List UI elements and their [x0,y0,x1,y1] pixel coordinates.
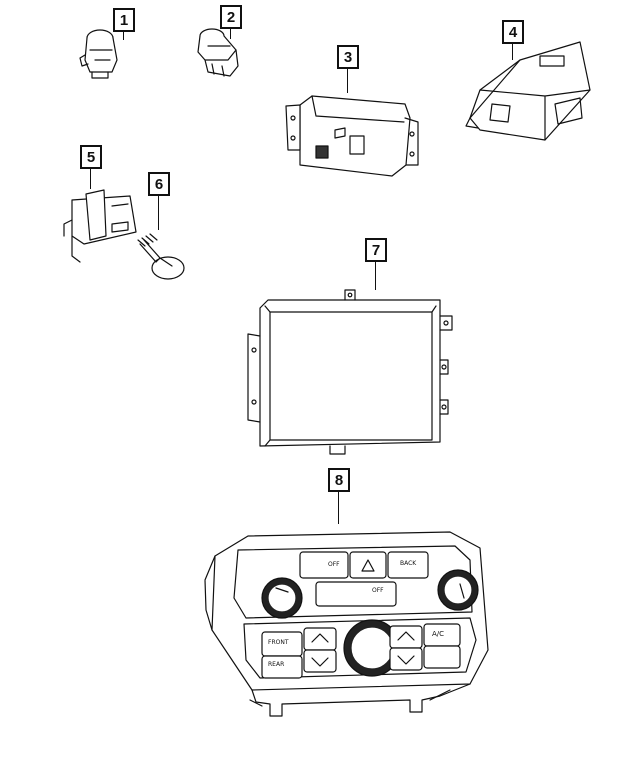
part-5-bracket [63,189,137,263]
leader-6 [158,196,159,230]
callout-7: 7 [365,238,387,262]
leader-3 [347,69,348,93]
part-1-switch [79,29,118,79]
callout-6: 6 [148,172,170,196]
leader-8 [338,492,339,524]
callout-4: 4 [502,20,524,44]
part-7-display [247,289,453,455]
part-4-module [465,41,591,141]
callout-1: 1 [113,8,135,32]
part-2-switch [197,28,239,77]
leader-1 [123,32,124,40]
leader-4 [512,44,513,60]
leader-5 [90,169,91,189]
leader-7 [375,262,376,290]
leader-2 [230,29,231,39]
callout-5: 5 [80,145,102,169]
callout-3: 3 [337,45,359,69]
callout-8: 8 [328,468,350,492]
callout-2: 2 [220,5,242,29]
part-6-fastener [137,233,185,280]
part-8-climate-panel [204,531,489,717]
part-3-module [285,95,419,177]
